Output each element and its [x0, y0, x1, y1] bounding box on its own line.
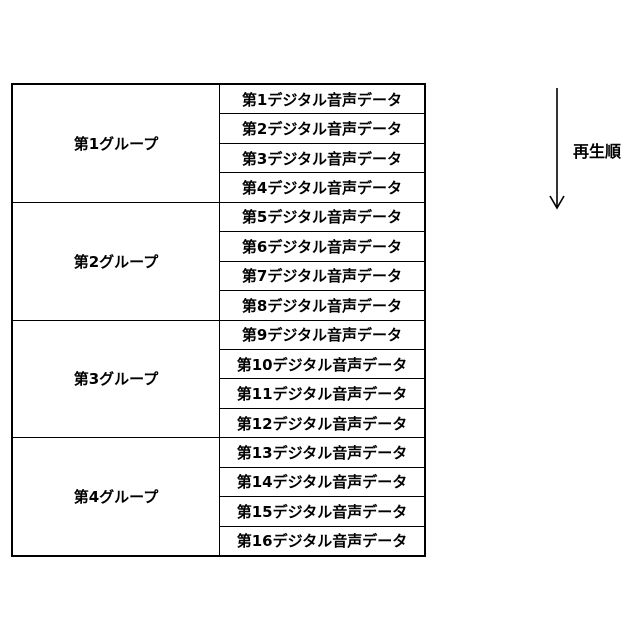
playback-order-label: 再生順 [573, 138, 621, 162]
group-row-3: 第3グループ 第9デジタル音声データ 第10デジタル音声データ 第11デジタル音… [13, 320, 424, 438]
group-items: 第1デジタル音声データ 第2デジタル音声データ 第3デジタル音声データ 第4デジ… [220, 85, 424, 202]
group-label: 第1グループ [13, 85, 220, 202]
audio-data-cell: 第8デジタル音声データ [220, 290, 424, 319]
audio-data-cell: 第5デジタル音声データ [220, 203, 424, 231]
audio-data-cell: 第14デジタル音声データ [220, 467, 424, 496]
group-row-1: 第1グループ 第1デジタル音声データ 第2デジタル音声データ 第3デジタル音声デ… [13, 85, 424, 202]
audio-data-cell: 第11デジタル音声データ [220, 378, 424, 407]
audio-data-cell: 第15デジタル音声データ [220, 496, 424, 525]
audio-data-cell: 第1デジタル音声データ [220, 85, 424, 113]
audio-data-cell: 第7デジタル音声データ [220, 261, 424, 290]
audio-data-cell: 第3デジタル音声データ [220, 143, 424, 172]
group-label: 第4グループ [13, 438, 220, 555]
group-label: 第2グループ [13, 203, 220, 320]
audio-data-cell: 第4デジタル音声データ [220, 172, 424, 201]
group-items: 第5デジタル音声データ 第6デジタル音声データ 第7デジタル音声データ 第8デジ… [220, 203, 424, 320]
audio-data-cell: 第16デジタル音声データ [220, 526, 424, 555]
audio-data-cell: 第6デジタル音声データ [220, 231, 424, 260]
audio-data-cell: 第10デジタル音声データ [220, 349, 424, 378]
audio-data-cell: 第9デジタル音声データ [220, 321, 424, 349]
group-table: 第1グループ 第1デジタル音声データ 第2デジタル音声データ 第3デジタル音声デ… [11, 83, 426, 557]
group-items: 第9デジタル音声データ 第10デジタル音声データ 第11デジタル音声データ 第1… [220, 321, 424, 438]
group-row-4: 第4グループ 第13デジタル音声データ 第14デジタル音声データ 第15デジタル… [13, 437, 424, 555]
group-items: 第13デジタル音声データ 第14デジタル音声データ 第15デジタル音声データ 第… [220, 438, 424, 555]
group-row-2: 第2グループ 第5デジタル音声データ 第6デジタル音声データ 第7デジタル音声デ… [13, 202, 424, 320]
arrow-down-icon [546, 86, 568, 212]
audio-data-cell: 第2デジタル音声データ [220, 113, 424, 142]
audio-data-cell: 第12デジタル音声データ [220, 408, 424, 437]
audio-data-cell: 第13デジタル音声データ [220, 438, 424, 466]
group-label: 第3グループ [13, 321, 220, 438]
